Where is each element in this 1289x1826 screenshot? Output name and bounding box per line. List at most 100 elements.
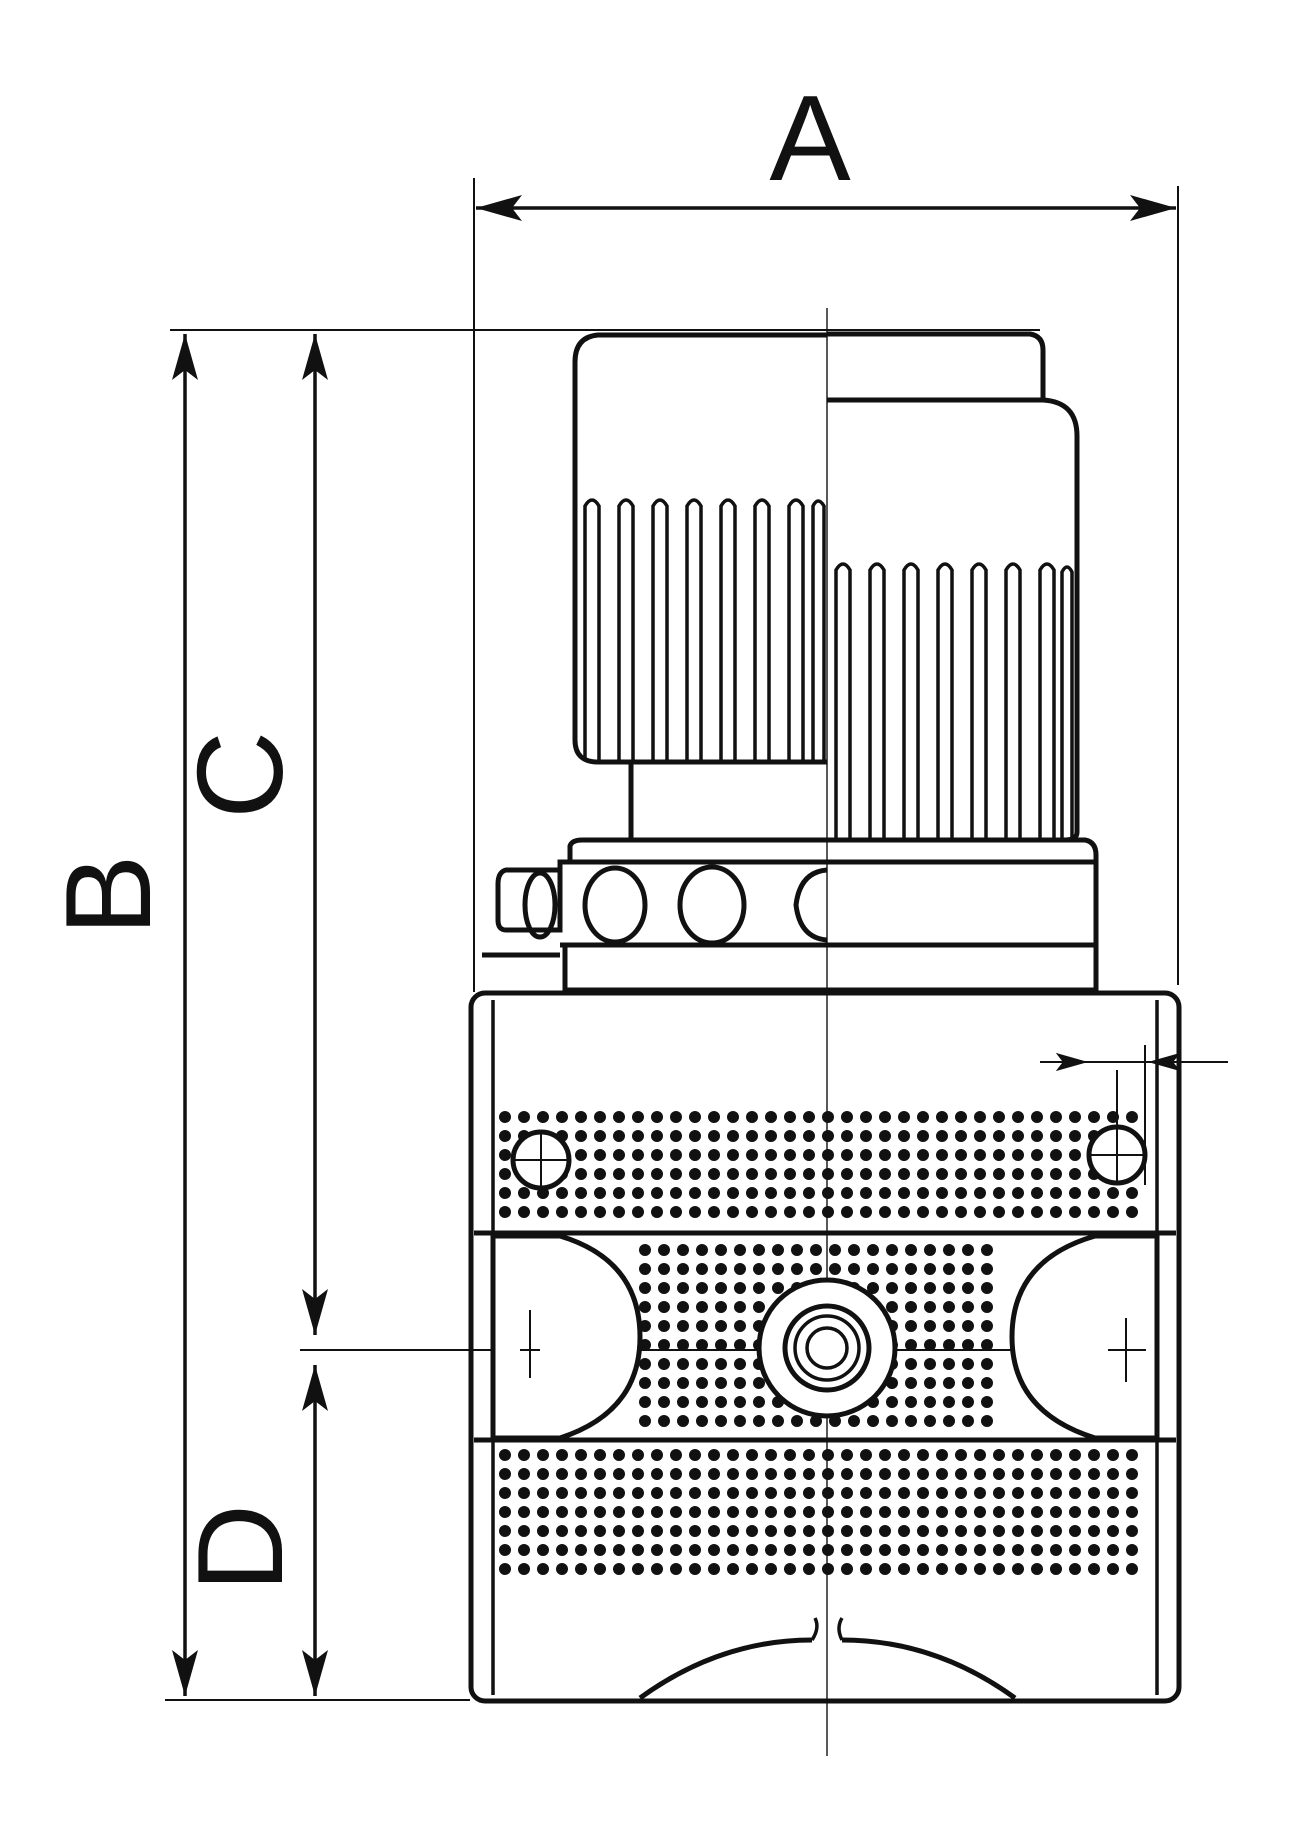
grip-dot — [753, 1301, 765, 1313]
grip-dot — [974, 1206, 986, 1218]
grip-dot — [677, 1358, 689, 1370]
grip-dot — [936, 1206, 948, 1218]
grip-dot — [955, 1168, 967, 1180]
grip-dot — [765, 1544, 777, 1556]
grip-dot — [924, 1301, 936, 1313]
grip-dot — [1069, 1563, 1081, 1575]
grip-dot — [696, 1244, 708, 1256]
grip-dot — [962, 1263, 974, 1275]
grip-dot — [822, 1206, 834, 1218]
grip-dot — [1012, 1206, 1024, 1218]
grip-dot — [715, 1244, 727, 1256]
grip-dot — [924, 1377, 936, 1389]
grip-dot — [1050, 1130, 1062, 1142]
grip-dot — [784, 1525, 796, 1537]
grip-dot — [772, 1244, 784, 1256]
grip-dot — [1031, 1149, 1043, 1161]
grip-dot — [841, 1168, 853, 1180]
grip-dot — [651, 1506, 663, 1518]
grip-dot — [772, 1282, 784, 1294]
grip-dot — [898, 1525, 910, 1537]
grip-dot — [727, 1506, 739, 1518]
grip-dot — [613, 1111, 625, 1123]
grip-dot — [670, 1168, 682, 1180]
grip-dot — [822, 1130, 834, 1142]
grip-dot — [499, 1487, 511, 1499]
grip-dot — [1050, 1506, 1062, 1518]
grip-dot — [841, 1149, 853, 1161]
grip-dot — [924, 1396, 936, 1408]
grip-dot — [981, 1396, 993, 1408]
grip-dot — [1107, 1468, 1119, 1480]
grip-dot — [639, 1244, 651, 1256]
grip-dot — [981, 1415, 993, 1427]
grip-dot — [791, 1263, 803, 1275]
grip-dot — [936, 1111, 948, 1123]
grip-dot — [1050, 1544, 1062, 1556]
adjusting-knob — [572, 331, 1080, 843]
grip-dot — [879, 1487, 891, 1499]
grip-dot — [727, 1168, 739, 1180]
grip-dot — [879, 1449, 891, 1461]
grip-dot — [670, 1187, 682, 1199]
grip-dot — [867, 1244, 879, 1256]
grip-dot — [1031, 1468, 1043, 1480]
grip-dot — [936, 1563, 948, 1575]
grip-dot — [784, 1149, 796, 1161]
grip-dot — [639, 1301, 651, 1313]
grip-dot — [632, 1487, 644, 1499]
grip-dot — [1012, 1149, 1024, 1161]
grip-dot — [860, 1525, 872, 1537]
grip-dot — [1031, 1544, 1043, 1556]
grip-dot — [677, 1415, 689, 1427]
grip-dot — [898, 1487, 910, 1499]
grip-dot — [753, 1377, 765, 1389]
grip-dot — [727, 1187, 739, 1199]
grip-dot — [575, 1506, 587, 1518]
grip-dot — [1031, 1506, 1043, 1518]
grip-dot — [765, 1468, 777, 1480]
grip-dot — [1031, 1487, 1043, 1499]
dimension-b: B — [40, 329, 1040, 1701]
grip-dot — [936, 1449, 948, 1461]
grip-dot — [689, 1506, 701, 1518]
grip-dot — [689, 1563, 701, 1575]
grip-dot — [518, 1563, 530, 1575]
grip-dot — [886, 1263, 898, 1275]
grip-dot — [670, 1449, 682, 1461]
grip-dot — [841, 1506, 853, 1518]
grip-dot — [734, 1415, 746, 1427]
grip-dot — [1012, 1487, 1024, 1499]
grip-dot — [632, 1168, 644, 1180]
grip-dot — [772, 1415, 784, 1427]
grip-dot — [1126, 1111, 1138, 1123]
grip-dot — [924, 1415, 936, 1427]
grip-dot — [822, 1168, 834, 1180]
grip-dot — [677, 1396, 689, 1408]
grip-dot — [658, 1339, 670, 1351]
grip-dot — [658, 1320, 670, 1332]
grip-dot — [993, 1130, 1005, 1142]
grip-dot — [803, 1563, 815, 1575]
grip-dot — [784, 1130, 796, 1142]
grip-dot — [886, 1396, 898, 1408]
grip-dot — [841, 1187, 853, 1199]
grip-dot — [1126, 1187, 1138, 1199]
grip-dot — [651, 1111, 663, 1123]
grip-dot — [1088, 1468, 1100, 1480]
grip-dot — [898, 1168, 910, 1180]
grip-dot — [613, 1487, 625, 1499]
grip-dot — [715, 1377, 727, 1389]
grip-dot — [594, 1111, 606, 1123]
grip-dot — [803, 1111, 815, 1123]
grip-dot — [746, 1525, 758, 1537]
grip-dot — [898, 1449, 910, 1461]
grip-dot — [1069, 1168, 1081, 1180]
grip-dot — [651, 1149, 663, 1161]
grip-dot — [753, 1415, 765, 1427]
grip-dot — [1050, 1206, 1062, 1218]
dimension-label-c: C — [172, 731, 308, 819]
grip-dot — [594, 1563, 606, 1575]
grip-dot — [746, 1206, 758, 1218]
grip-dot — [905, 1263, 917, 1275]
